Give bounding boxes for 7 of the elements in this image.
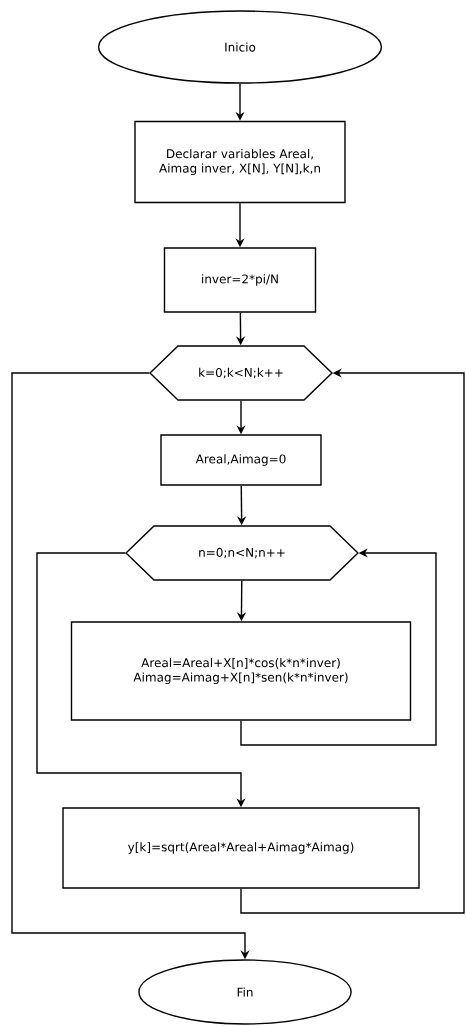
process-box: Areal,Aimag=0 xyxy=(160,434,322,486)
process-box: y[k]=sqrt(Areal*Areal+Aimag*Aimag) xyxy=(62,807,420,889)
loop-hexagon: k=0;k<N;k++ xyxy=(149,345,333,401)
process-box: Declarar variables Areal, Aimag inver, X[N], Y[N],k,n xyxy=(134,120,346,204)
process-box: Areal=Areal+X[n]*cos(k*n*inver) Aimag=Aimag+X[n]*sen(k*n*inver) xyxy=(70,621,412,721)
process-box: inver=2*pi/N xyxy=(163,247,317,313)
loop-hexagon: n=0;n<N;n++ xyxy=(125,525,359,581)
